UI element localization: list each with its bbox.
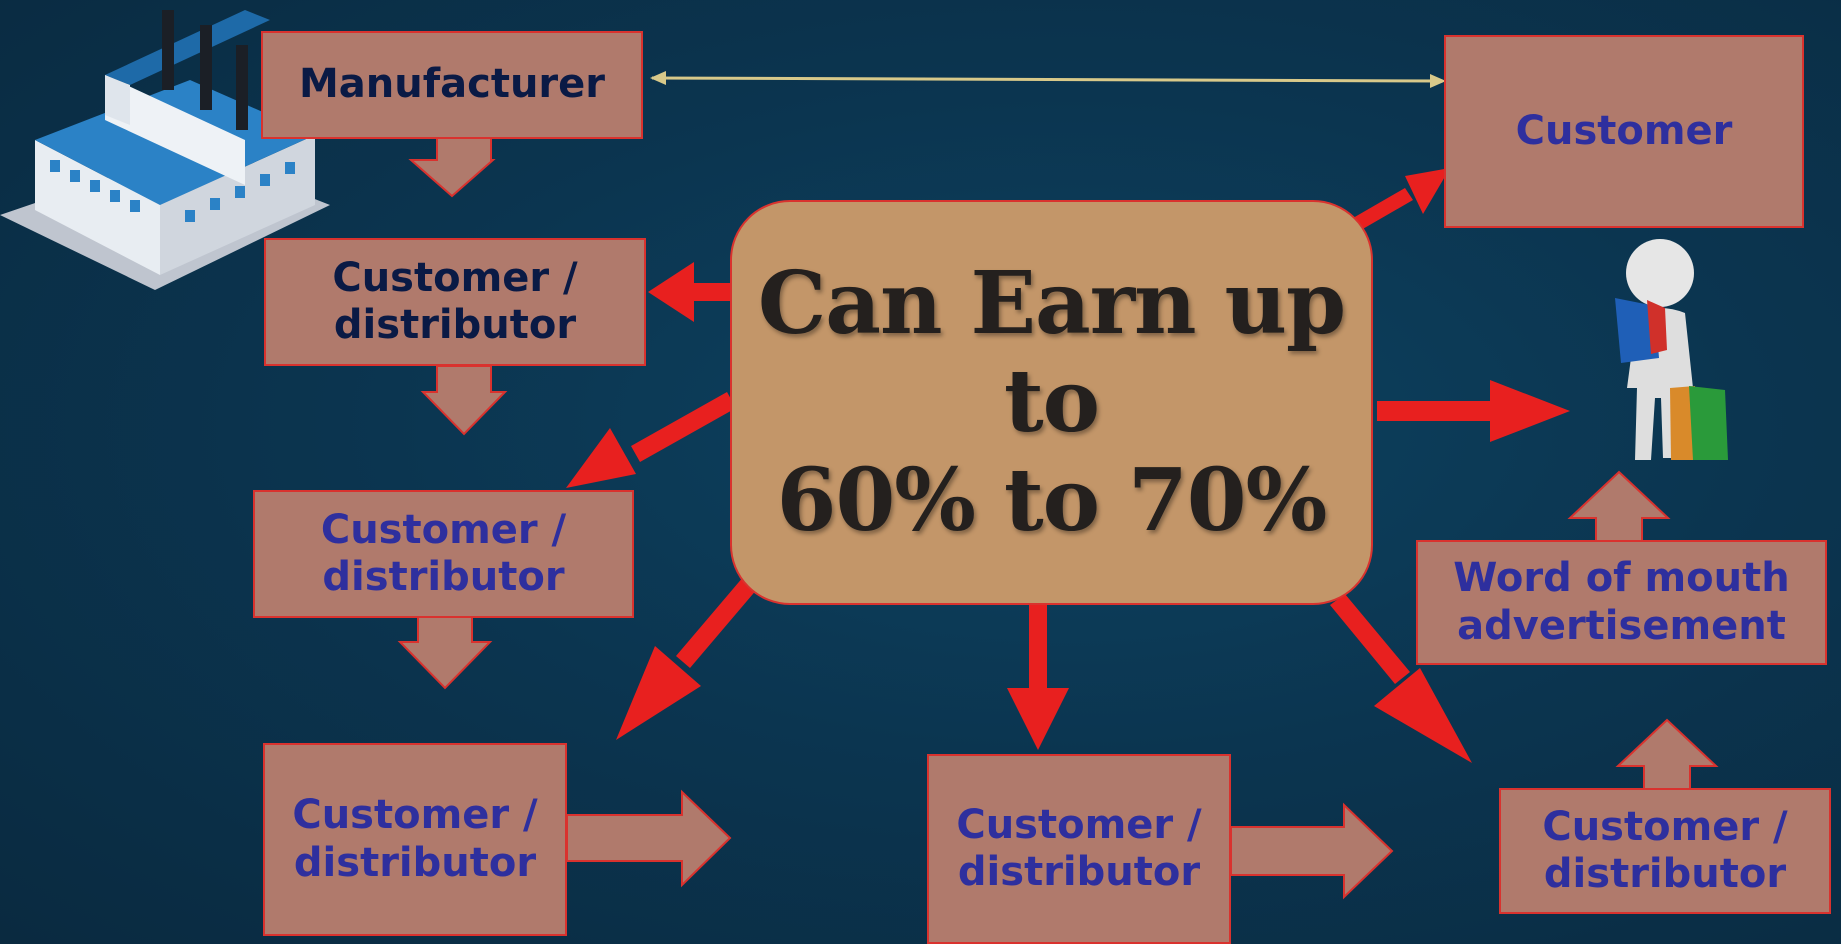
up-block-arrow-distributor-5 (1615, 718, 1719, 790)
distributor-node-1: Customer / distributor (264, 238, 646, 366)
center-line-1: Can Earn up (757, 253, 1346, 355)
word-of-mouth-node: Word of mouth advertisement (1416, 540, 1827, 665)
distributor-label-5: Customer / distributor (1542, 803, 1788, 897)
distributor-label-1: Customer / distributor (332, 254, 578, 348)
distributor-node-3: Customer / distributor (263, 743, 567, 936)
distributor-node-2: Customer / distributor (253, 490, 634, 618)
distributor-label-2: Customer / distributor (320, 506, 567, 600)
manufacturer-label: Manufacturer (298, 61, 606, 108)
manufacturer-node: Manufacturer (261, 31, 643, 139)
distributor-label-3: Customer / distributor (292, 792, 538, 886)
down-block-arrow-2 (420, 365, 508, 436)
right-block-arrow-1 (566, 789, 732, 888)
customer-label: Customer (1515, 107, 1733, 154)
factory-icon (0, 10, 330, 290)
right-block-arrow-2 (1230, 802, 1394, 900)
up-block-arrow-word-of-mouth (1567, 470, 1671, 542)
red-arrows (566, 168, 1570, 763)
distributor-node-5: Customer / distributor (1499, 788, 1831, 914)
customer-node: Customer (1444, 35, 1804, 228)
manufacturer-customer-double-arrow (650, 71, 1446, 88)
word-of-mouth-label: Word of mouth advertisement (1453, 555, 1790, 649)
distributor-node-4: Customer / distributor (927, 754, 1231, 944)
down-block-arrow-1 (408, 136, 496, 198)
distributor-label-4: Customer / distributor (956, 801, 1202, 895)
down-block-arrow-3 (397, 616, 493, 690)
center-line-3: 60% to 70% (776, 449, 1328, 551)
center-line-2: to (1003, 351, 1100, 453)
earnings-center-node: Can Earn up to 60% to 70% (730, 200, 1373, 605)
shopper-figure-icon (1615, 239, 1728, 460)
